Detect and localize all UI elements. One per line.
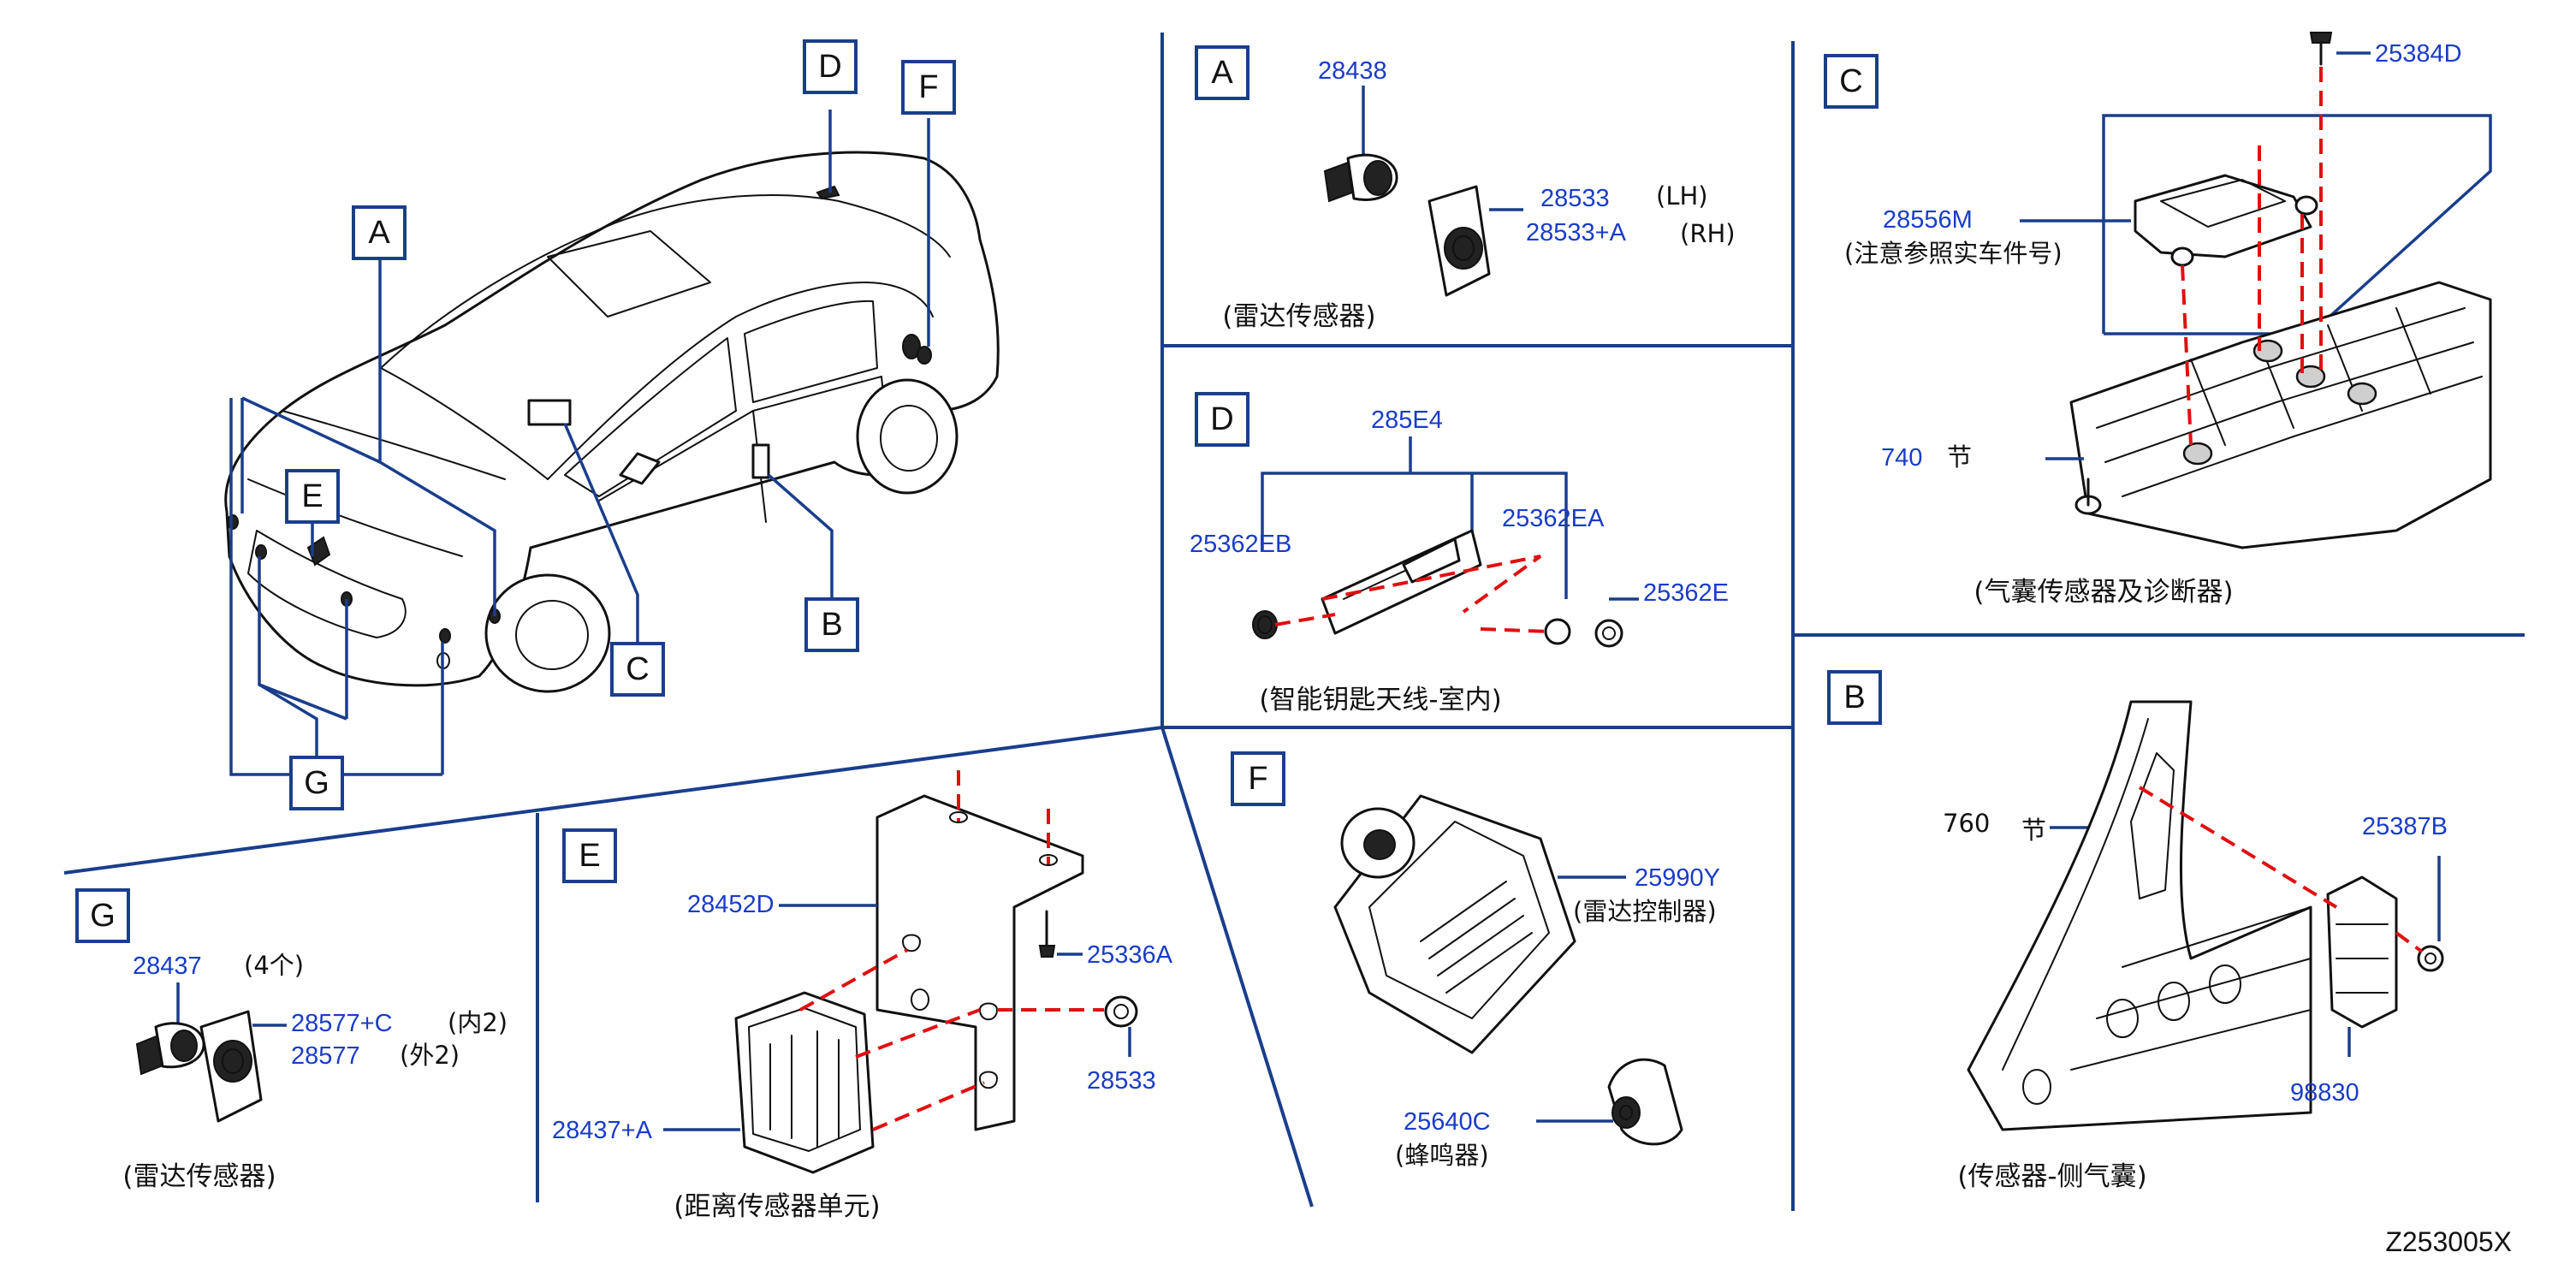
part-number-28533-e: 28533 (1087, 1067, 1156, 1095)
callout-A-car: A (352, 205, 407, 260)
panel-c-caption: (气囊传感器及诊断器) (1974, 577, 2233, 608)
qty-28577: (外2) (400, 1041, 460, 1070)
part-number-28556m: 28556M (1883, 206, 1973, 234)
airbag-sensor-module-icon (2134, 174, 2312, 258)
callout-G-car: G (289, 756, 344, 810)
svg-text:F: F (1248, 761, 1267, 797)
part-number-28533: 28533 (1540, 185, 1610, 212)
svg-text:A: A (368, 215, 390, 251)
svg-text:B: B (1843, 680, 1865, 715)
part-number-285e4: 285E4 (1371, 407, 1443, 434)
rh-label: (RH) (1680, 219, 1736, 248)
part-number-740: 740 (1881, 444, 1922, 472)
control-unit-marker (527, 399, 572, 426)
svg-text:E: E (301, 478, 323, 514)
callout-E-car: E (285, 469, 340, 524)
panel-e: E 25336A 28533 28452D 28437+A (552, 770, 1173, 1222)
panel-e-callout: E (562, 828, 617, 883)
qty-28577c: (内2) (448, 1008, 507, 1037)
callout-C-car: C (610, 642, 665, 697)
panel-d-caption: (智能钥匙天线-室内) (1259, 685, 1501, 715)
panel-g-caption: (雷达传感器) (122, 1161, 276, 1192)
panel-g-callout: G (75, 888, 130, 943)
part-number-25362eb: 25362EB (1190, 531, 1291, 558)
callout-B-car: B (804, 597, 859, 652)
part-number-25384d: 25384D (2375, 40, 2462, 68)
screw-icon (1038, 945, 1056, 958)
clip-e-icon (1594, 619, 1623, 648)
part-number-28577c: 28577+C (291, 1010, 393, 1037)
panel-d: D 285E4 25362EB 25362EA 25362E (智能钥匙天线-室… (1190, 392, 1729, 715)
callout-D-car: D (803, 39, 858, 94)
part-number-28452d: 28452D (687, 891, 775, 918)
part-number-25362ea: 25362EA (1502, 505, 1605, 532)
panel-b-callout: B (1827, 670, 1882, 725)
part-number-28438: 28438 (1318, 57, 1387, 85)
panel-dividers (63, 33, 2525, 1211)
b-pillar-structure-icon (1967, 700, 2312, 1131)
svg-text:G: G (90, 898, 116, 934)
nut-icon (1104, 995, 1138, 1028)
svg-text:F: F (918, 69, 938, 105)
clip-eb-icon (1252, 610, 1278, 639)
lh-label: (LH) (1656, 181, 1708, 211)
panel-a-caption: (雷达传感器) (1222, 301, 1375, 332)
mounting-bracket-icon (875, 794, 1084, 1131)
svg-text:A: A (1211, 55, 1233, 91)
section-760-label: 节 (2021, 816, 2046, 845)
panel-f: F 25990Y (雷达控制器) 25640C (蜂鸣器) (1231, 751, 1720, 1170)
section-740-label: 节 (1947, 442, 1972, 472)
panel-e-caption: (距离传感器单元) (674, 1191, 880, 1222)
clip-ea-icon (1544, 618, 1571, 645)
part-number-25990y: 25990Y (1635, 864, 1720, 892)
svg-text:D: D (1210, 401, 1233, 437)
buzzer-marker (902, 334, 921, 359)
svg-text:E: E (579, 838, 600, 874)
distance-sensor-unit-icon (734, 991, 875, 1174)
part-number-25336a: 25336A (1087, 941, 1173, 969)
vehicle-overview-drawing (224, 151, 1000, 693)
floor-structure-icon (2069, 281, 2492, 549)
side-sensor-marker (751, 443, 770, 479)
panel-c: C 25384D 28556M (注意参照实车件号) 740 节 (1824, 32, 2492, 608)
svg-text:B: B (821, 607, 842, 643)
part-number-28577: 28577 (291, 1042, 360, 1070)
check-actual-part-note: (注意参照实车件号) (1844, 239, 2063, 268)
part-760-label: 760 (1943, 809, 1990, 838)
part-number-28533a: 28533+A (1526, 219, 1627, 246)
part-number-98830: 98830 (2290, 1079, 2359, 1107)
panel-c-callout: C (1824, 54, 1879, 109)
panel-g: G 28437 (4个) 28577+C (内2) 28577 (外2) (雷达… (75, 888, 507, 1192)
buzzer-label: (蜂鸣器) (1395, 1141, 1489, 1170)
part-number-28437: 28437 (133, 952, 202, 980)
part-number-25387b: 25387B (2362, 813, 2448, 840)
panel-a: A 28438 28533 28533+A (LH) (RH) (雷达传感器) (1195, 45, 1736, 332)
panel-f-callout: F (1231, 751, 1285, 806)
nut-icon (2417, 945, 2444, 972)
radar-sensor-icon (1323, 161, 1354, 203)
diagram-code: Z253005X (2385, 1226, 2512, 1257)
part-number-25640c: 25640C (1404, 1108, 1491, 1136)
panel-b: B 760 节 25387B 98830 (传感器-侧气囊) (1827, 670, 2448, 1192)
panel-d-callout: D (1195, 392, 1249, 447)
svg-text:C: C (1839, 63, 1862, 99)
callout-F-car: F (901, 60, 956, 115)
radar-controller-label: (雷达控制器) (1573, 897, 1717, 926)
side-airbag-sensor-icon (2326, 875, 2398, 1029)
qty-28437: (4个) (244, 951, 304, 980)
bolt-icon (2309, 32, 2333, 44)
part-number-28437a: 28437+A (552, 1117, 653, 1144)
svg-text:C: C (626, 651, 649, 687)
svg-text:D: D (818, 49, 841, 85)
svg-text:G: G (304, 765, 329, 801)
panel-b-caption: (传感器-侧气囊) (1957, 1161, 2146, 1192)
panel-a-callout: A (1195, 45, 1249, 100)
vehicle-leader-lines (229, 110, 930, 776)
part-number-25362e: 25362E (1643, 579, 1729, 607)
